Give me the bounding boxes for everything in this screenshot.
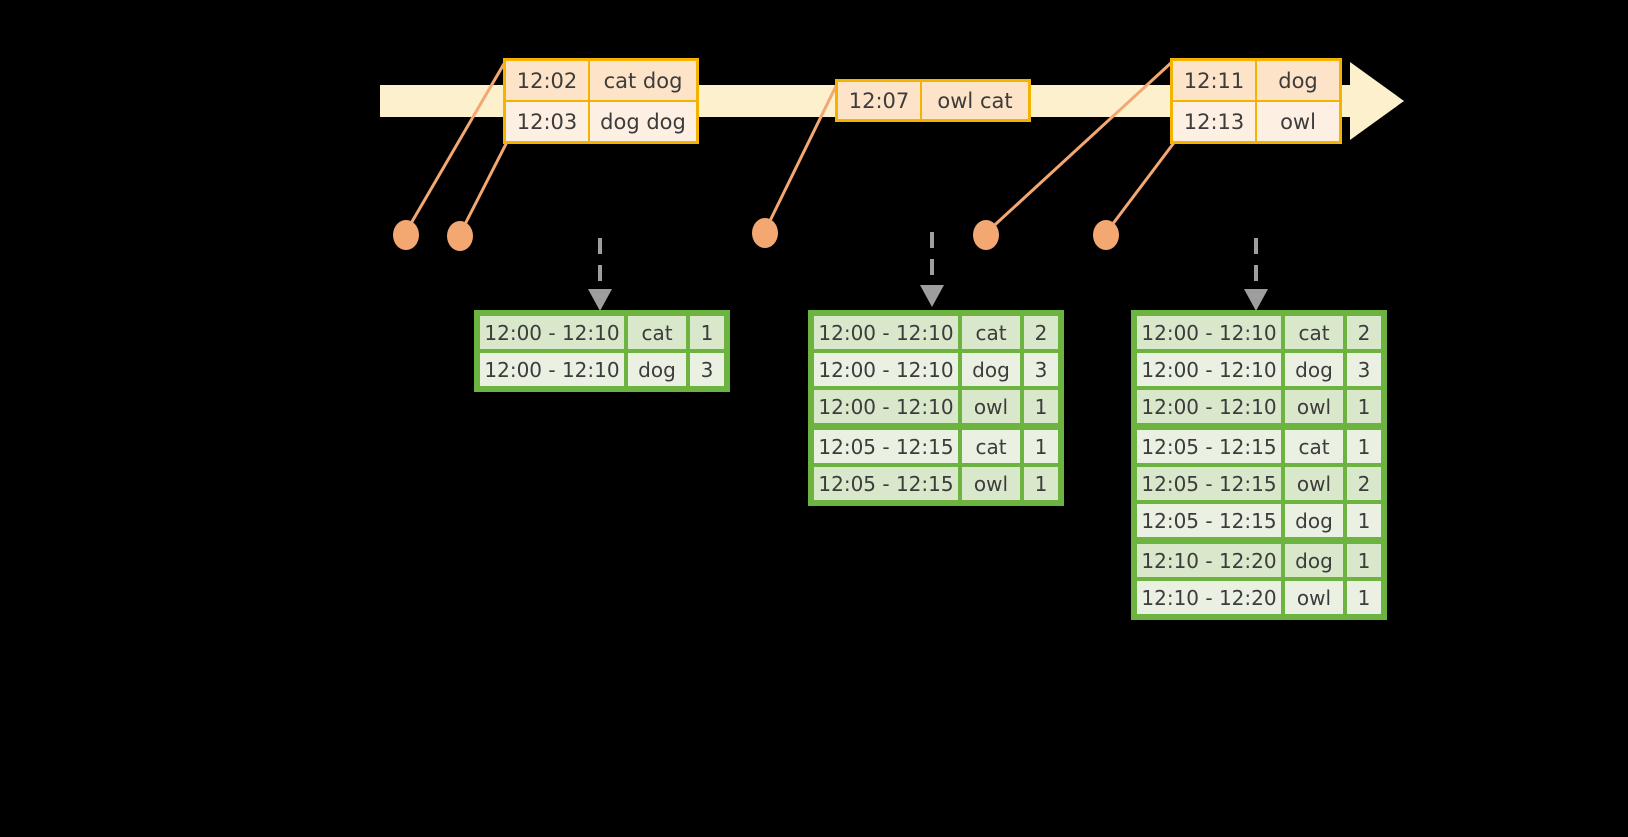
cell-count: 1 — [1345, 542, 1383, 579]
cell-window: 12:05 - 12:15 — [812, 465, 960, 502]
cell-window: 12:05 - 12:15 — [1135, 465, 1283, 502]
flow-arrows — [598, 232, 1258, 292]
event-dot-1211 — [973, 220, 999, 250]
cell-word: dog — [1283, 351, 1345, 388]
event-time: 12:03 — [506, 102, 590, 141]
cell-count: 1 — [1022, 428, 1060, 465]
cell-word: owl — [960, 465, 1022, 502]
event-dot-1207 — [752, 218, 778, 248]
cell-window: 12:10 - 12:20 — [1135, 542, 1283, 579]
cell-word: owl — [1283, 465, 1345, 502]
cell-window: 12:00 - 12:10 — [1135, 314, 1283, 351]
cell-window: 12:05 - 12:15 — [1135, 502, 1283, 539]
event-words: cat dog — [590, 61, 696, 100]
timeline-event-row[interactable]: 12:02 cat dog — [506, 61, 696, 100]
cell-count: 2 — [1022, 314, 1060, 351]
event-time: 12:07 — [838, 82, 922, 119]
cell-window: 12:00 - 12:10 — [812, 388, 960, 425]
timeline-event-row[interactable]: 12:07 owl cat — [838, 82, 1028, 119]
cell-count: 1 — [1345, 579, 1383, 616]
cell-count: 1 — [1022, 465, 1060, 502]
event-dots — [393, 218, 1119, 251]
cell-word: owl — [1283, 388, 1345, 425]
cell-word: dog — [626, 351, 688, 388]
timeline-event-row[interactable]: 12:11 dog — [1173, 61, 1339, 100]
cell-count: 3 — [1345, 351, 1383, 388]
event-time: 12:11 — [1173, 61, 1257, 100]
cell-word: cat — [1283, 428, 1345, 465]
timeline-event-group-3[interactable]: 12:11 dog 12:13 owl — [1170, 58, 1342, 144]
cell-count: 1 — [1345, 428, 1383, 465]
cell-window: 12:05 - 12:15 — [812, 428, 960, 465]
cell-word: dog — [1283, 542, 1345, 579]
cell-window: 12:10 - 12:20 — [1135, 579, 1283, 616]
cell-window: 12:00 - 12:10 — [1135, 351, 1283, 388]
cell-word: dog — [960, 351, 1022, 388]
event-dot-1203 — [447, 221, 473, 251]
cell-count: 1 — [688, 314, 726, 351]
cell-count: 1 — [1022, 388, 1060, 425]
cell-count: 1 — [1345, 502, 1383, 539]
timeline-event-row[interactable]: 12:13 owl — [1173, 100, 1339, 141]
cell-window: 12:00 - 12:10 — [1135, 388, 1283, 425]
cell-window: 12:00 - 12:10 — [812, 314, 960, 351]
cell-count: 2 — [1345, 465, 1383, 502]
timeline-event-group-2[interactable]: 12:07 owl cat — [835, 79, 1031, 122]
event-time: 12:02 — [506, 61, 590, 100]
cell-window: 12:00 - 12:10 — [478, 314, 626, 351]
cell-word: cat — [1283, 314, 1345, 351]
cell-word: cat — [960, 314, 1022, 351]
timeline-event-row[interactable]: 12:03 dog dog — [506, 100, 696, 141]
cell-window: 12:00 - 12:10 — [812, 351, 960, 388]
cell-count: 3 — [688, 351, 726, 388]
cell-word: cat — [960, 428, 1022, 465]
cell-count: 1 — [1345, 388, 1383, 425]
flow-arrow-heads — [588, 285, 1268, 311]
cell-count: 3 — [1022, 351, 1060, 388]
cell-window: 12:05 - 12:15 — [1135, 428, 1283, 465]
cell-count: 2 — [1345, 314, 1383, 351]
cell-window: 12:00 - 12:10 — [478, 351, 626, 388]
cell-word: owl — [1283, 579, 1345, 616]
event-dot-1202 — [393, 220, 419, 250]
event-words: dog dog — [590, 102, 696, 141]
event-dot-1213 — [1093, 220, 1119, 250]
cell-word: cat — [626, 314, 688, 351]
event-time: 12:13 — [1173, 102, 1257, 141]
cell-word: dog — [1283, 502, 1345, 539]
event-words: dog — [1257, 61, 1339, 100]
cell-word: owl — [960, 388, 1022, 425]
event-words: owl cat — [922, 82, 1028, 119]
event-words: owl — [1257, 102, 1339, 141]
timeline-event-group-1[interactable]: 12:02 cat dog 12:03 dog dog — [503, 58, 699, 144]
